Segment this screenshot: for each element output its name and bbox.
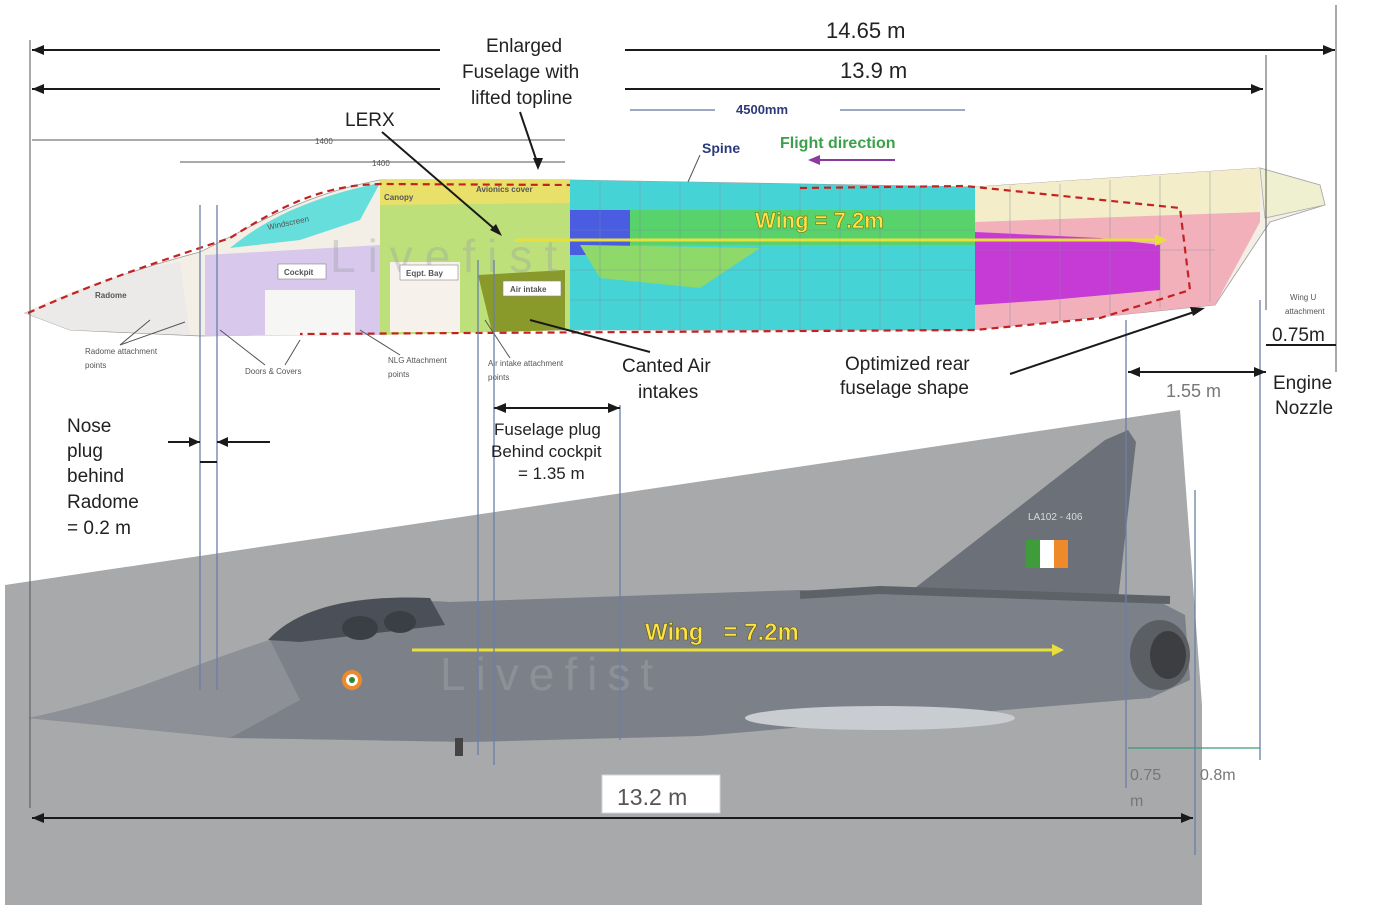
callout-nose-3: behind: [67, 466, 124, 487]
schematic-wing-label: Wing = 7.2m: [755, 208, 884, 233]
callout-rear-1: Optimized rear: [845, 354, 970, 375]
label-nlg-attach-1: NLG Attachment: [388, 356, 447, 365]
dim-spine-length: 4500mm: [736, 102, 788, 117]
label-wing-attach-1: Wing U: [1290, 293, 1316, 302]
callout-engine-2: Nozzle: [1275, 398, 1333, 419]
label-canopy: Canopy: [384, 193, 414, 202]
label-spine: Spine: [702, 140, 740, 156]
photo-jet-drop-tank: [745, 706, 1015, 730]
photo-wing-label: Wing = 7.2m: [645, 619, 799, 646]
dim-lower-rear-b: 0.8m: [1200, 767, 1236, 784]
callout-canted-1: Canted Air: [622, 356, 711, 377]
callout-rear-2: fuselage shape: [840, 378, 969, 399]
photo-serial: LA102 - 406: [1028, 512, 1083, 523]
label-intake-attach-2: points: [488, 373, 509, 382]
label-flight-direction: Flight direction: [780, 135, 896, 152]
dim-fuselage-length: 13.9 m: [840, 58, 907, 83]
dim-small-4100: 1400: [315, 137, 333, 146]
label-radome: Radome: [95, 291, 127, 300]
label-radome-attach-2: points: [85, 361, 106, 370]
schematic-frame-grid: [570, 172, 1215, 330]
schematic-windscreen: [230, 183, 380, 248]
callout-enlarged-3: lifted topline: [471, 88, 572, 109]
label-avionics-cover: Avionics cover: [476, 185, 533, 194]
label-eqpt-bay: Eqpt. Bay: [406, 269, 443, 278]
callout-engine-1: Engine: [1273, 373, 1332, 394]
schematic-radome: [25, 262, 190, 335]
photo-jet-tail: [915, 430, 1136, 600]
callout-nose-1: Nose: [67, 416, 111, 437]
callout-nose-2: plug: [67, 441, 103, 462]
dim-overall-length: 14.65 m: [826, 18, 906, 43]
label-radome-attach-1: Radome attachment: [85, 347, 158, 356]
dim-small-1400: 1400: [372, 159, 390, 168]
callout-enlarged-2: Fuselage with: [462, 62, 579, 83]
schematic-dashed-outline: [27, 182, 1192, 336]
label-leader-lines: [119, 319, 511, 366]
reference-lines: [29, 5, 1337, 855]
callout-lerx: LERX: [345, 110, 395, 131]
label-nlg-attach-2: points: [388, 370, 409, 379]
label-air-intake: Air intake: [510, 285, 547, 294]
callout-enlarged-1: Enlarged: [486, 36, 562, 57]
label-intake-attach-1: Air intake attachment: [488, 359, 564, 368]
dim-lower-rear-a: 0.75: [1130, 767, 1161, 784]
label-wing-attach-2: attachment: [1285, 307, 1325, 316]
photo-watermark: Livefist: [440, 648, 663, 700]
dim-base-length: 13.2 m: [617, 784, 687, 810]
dim-engine-extension: 0.75m: [1272, 325, 1325, 346]
callout-plug-1: Fuselage plug: [494, 420, 601, 439]
label-cockpit: Cockpit: [284, 268, 314, 277]
callout-plug-2: Behind cockpit: [491, 442, 602, 461]
callout-nose-4: Radome: [67, 492, 139, 513]
callout-plug-3: = 1.35 m: [518, 464, 585, 483]
dim-lower-rear-a-unit: m: [1130, 793, 1143, 810]
label-doors-covers: Doors & Covers: [245, 367, 301, 376]
callout-canted-2: intakes: [638, 382, 698, 403]
dim-rear-gap: 1.55 m: [1166, 381, 1221, 401]
callout-nose-5: = 0.2 m: [67, 518, 131, 539]
